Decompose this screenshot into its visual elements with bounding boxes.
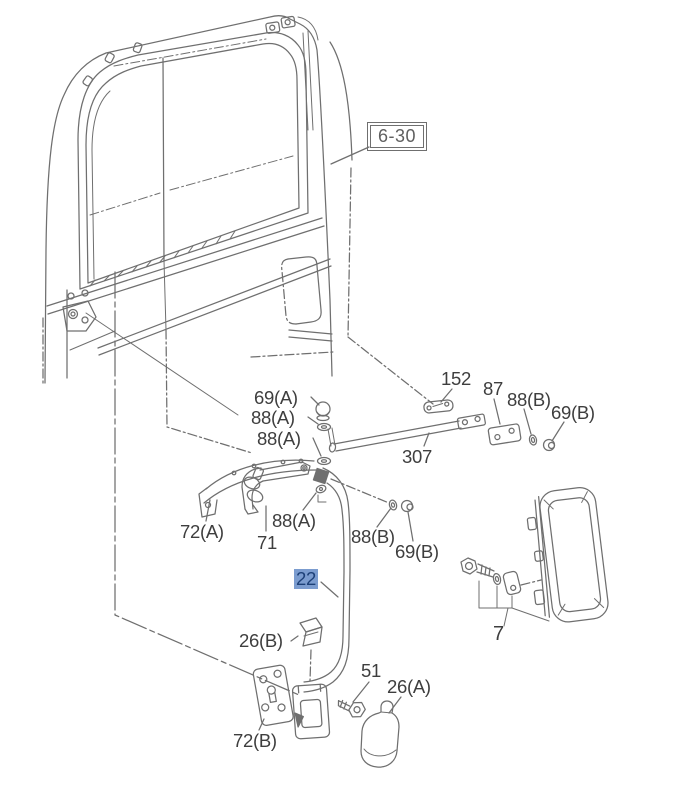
washer-88B-upper	[529, 434, 538, 445]
part-label-88B-mid[interactable]: 88(B)	[351, 526, 395, 547]
part-label-71[interactable]: 71	[257, 532, 277, 553]
label-leader-lines	[206, 147, 564, 730]
mirror-washer	[492, 573, 501, 585]
part-label-88A-upper2[interactable]: 88(A)	[257, 428, 301, 449]
washer-88B-mid	[388, 499, 397, 510]
nut-69B-mid	[402, 501, 414, 512]
nut-69B-upper	[544, 440, 555, 451]
arm-base-housing	[292, 684, 330, 739]
part-label-69A-upper[interactable]: 69(A)	[254, 387, 298, 408]
reference-lines	[86, 313, 541, 681]
ref-box-label: 6-30	[370, 125, 425, 148]
part-label-88A-mid[interactable]: 88(A)	[272, 510, 316, 531]
frame-clips	[82, 42, 142, 86]
stay-rod-assembly	[316, 399, 555, 464]
clamp-152	[423, 399, 453, 413]
mirror-head-assembly	[461, 486, 610, 626]
cover-26A	[361, 701, 399, 767]
part-label-87[interactable]: 87	[483, 378, 503, 399]
part-label-152[interactable]: 152	[441, 368, 471, 389]
rod-end-fitting	[457, 414, 485, 430]
top-bracket	[265, 16, 296, 33]
part-label-72B[interactable]: 72(B)	[233, 730, 277, 751]
part-label-26B[interactable]: 26(B)	[239, 630, 283, 651]
part-label-307[interactable]: 307	[402, 446, 432, 467]
part-label-88B-upper[interactable]: 88(B)	[507, 389, 551, 410]
mirror-glass	[522, 486, 610, 626]
clip-26B	[300, 618, 322, 646]
door-outline	[43, 16, 352, 695]
mirror-arm-assembly	[199, 459, 413, 767]
part-label-26A[interactable]: 26(A)	[387, 676, 431, 697]
part-label-51[interactable]: 51	[361, 660, 381, 681]
part-label-69B-mid[interactable]: 69(B)	[395, 541, 439, 562]
screw-51	[336, 698, 367, 719]
mirror-bolt	[461, 558, 494, 577]
ref-box-6-30[interactable]: 6-30	[367, 122, 428, 151]
mirror-clamp	[503, 571, 522, 596]
part-label-88A-upper1[interactable]: 88(A)	[251, 407, 295, 428]
part-label-7[interactable]: 7	[493, 623, 504, 645]
part-label-72A[interactable]: 72(A)	[180, 521, 224, 542]
bracket-87	[488, 424, 521, 446]
part-label-69B-upper[interactable]: 69(B)	[551, 402, 595, 423]
part-label-22-selected[interactable]: 22	[294, 568, 318, 589]
plate-72B	[253, 664, 294, 726]
door-mount-bracket	[63, 290, 96, 331]
